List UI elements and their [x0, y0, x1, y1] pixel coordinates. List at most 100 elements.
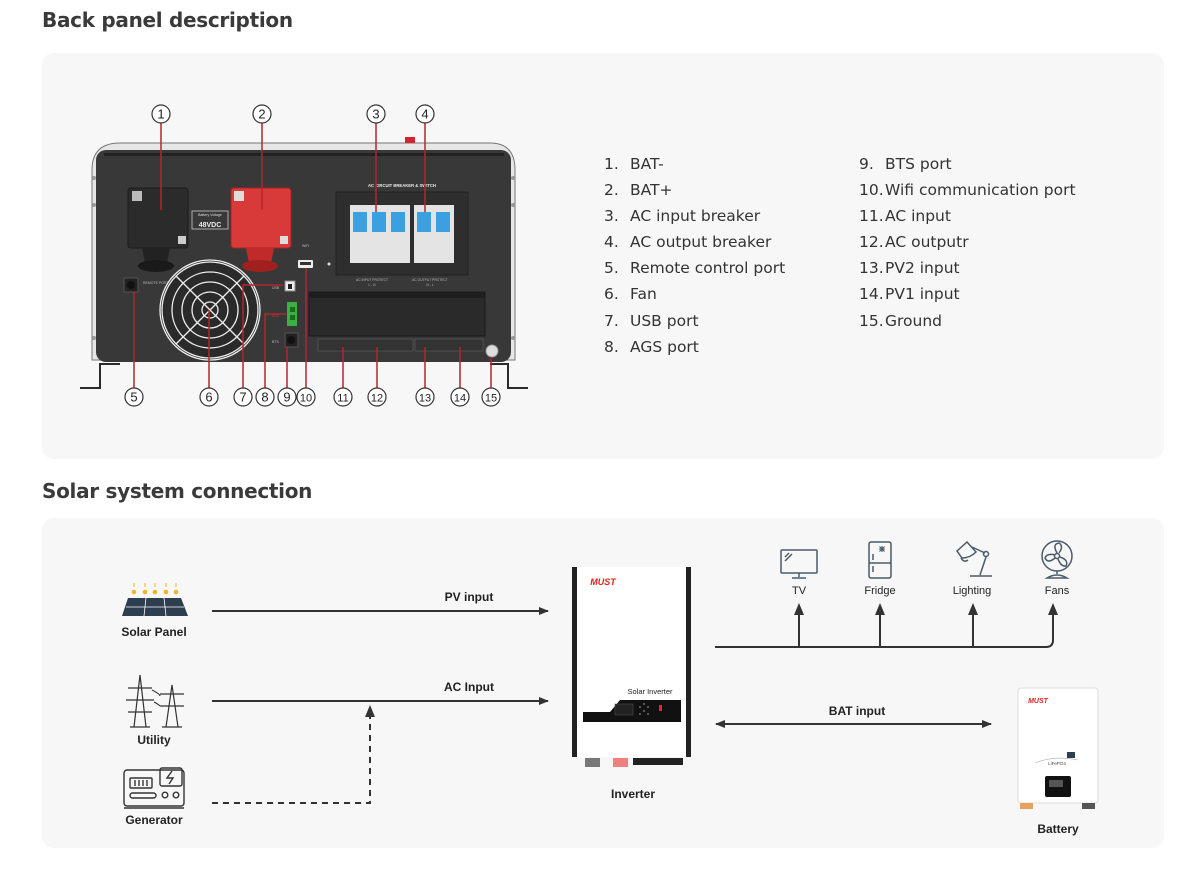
wifi-label: WIFI — [302, 244, 309, 248]
legend-item: 3.AC input breaker — [604, 203, 785, 229]
legend-item: 2. BAT+ — [604, 177, 785, 203]
bat-minus-terminal — [127, 187, 189, 272]
legend-item-label: Wifi communication port — [885, 181, 1076, 200]
callout-number: 8 — [261, 390, 268, 405]
legend-item-number: 11. — [859, 207, 884, 226]
legend-item-number: 8. — [604, 337, 619, 356]
legend-item: 1. BAT- — [604, 151, 785, 177]
legend-item-number: 2. — [604, 181, 619, 200]
callout-number: 5 — [130, 390, 137, 405]
callout-marker: 11 — [333, 387, 353, 407]
utility-tower-icon — [126, 674, 184, 728]
fan-icon — [1041, 540, 1073, 579]
legend-item-label: AC outputr — [885, 233, 969, 252]
back-panel-title: Back panel description — [42, 8, 293, 32]
legend-item-number: 6. — [604, 285, 619, 304]
legend-item-number: 3. — [604, 207, 619, 226]
battery-device: MUST LiFePO4 — [1017, 687, 1099, 809]
ac-input-label: AC Input — [444, 680, 494, 694]
callout-circle — [252, 104, 272, 124]
callout-circle — [415, 104, 435, 124]
legend-item: 8.AGS port — [604, 334, 785, 360]
inverter-brand: MUST — [590, 577, 617, 587]
legend-item-number: 9. — [859, 155, 874, 173]
legend-item: 9. BTS port — [859, 151, 1076, 177]
legend-item-label: PV1 input — [885, 285, 960, 304]
ags-port: AGS — [272, 302, 297, 326]
legend-item: 5. Remote control port — [604, 255, 785, 281]
load-arrowhead — [968, 603, 978, 615]
solar-panel-icon — [122, 583, 188, 617]
legend-item: 13.PV2 input — [859, 255, 1076, 281]
callout-marker: 14 — [450, 387, 470, 407]
legend-item-number: 13. — [859, 259, 884, 278]
callout-marker: 3 — [366, 104, 386, 124]
inverter-model-text: Solar Inverter — [627, 687, 673, 696]
load-arrowhead — [875, 603, 885, 615]
battery-voltage-plate: Battery Voltage 48VDC — [191, 210, 229, 230]
callout-number: 9 — [283, 390, 290, 405]
legend-item-number: 14. — [859, 285, 884, 304]
callout-marker: 2 — [252, 104, 272, 124]
legend-item-number: 1. — [604, 155, 619, 173]
pv-input-label: PV input — [445, 590, 494, 604]
callout-circle — [415, 387, 435, 407]
callout-marker: 15 — [481, 387, 501, 407]
breaker-header: AC CIRCUIT BREAKER & SWITCH — [368, 183, 436, 188]
ac-output-protect-label: AC OUTPUT PROTECT — [412, 278, 448, 282]
legend-item: 4.AC output breaker — [604, 229, 785, 255]
bat-input-label: BAT input — [829, 704, 885, 718]
legend-item-label: BAT+ — [630, 181, 673, 200]
legend-item-label: AC output breaker — [630, 233, 772, 252]
callout-circle — [296, 387, 316, 407]
legend-item-label: Remote control port — [630, 259, 786, 278]
battery-brand: MUST — [1028, 698, 1049, 705]
legend-item-label: USB port — [630, 311, 699, 330]
ac-breaker-box: AC CIRCUIT BREAKER & SWITCH AC INPUT PRO… — [335, 183, 469, 287]
remote-port: REMOTE PORT — [123, 277, 169, 293]
load-bus-line — [715, 605, 1054, 648]
usb-port: USB — [272, 280, 296, 292]
callout-marker: 1 — [151, 104, 171, 124]
callout-number: 15 — [485, 393, 497, 405]
battery-plate-value: 48VDC — [199, 222, 222, 229]
callout-circle — [366, 104, 386, 124]
generator-arrowhead — [365, 705, 375, 717]
legend-item-number: 10. — [859, 181, 884, 200]
callout-circle — [481, 387, 501, 407]
legend-item-number: 5. — [604, 259, 619, 278]
lamp-icon — [956, 540, 992, 577]
bts-label: BTS — [272, 340, 279, 344]
ac-output-protect-sub: N - L — [426, 283, 433, 287]
bat-plus-terminal — [230, 187, 292, 272]
legend-item-label: BTS port — [885, 155, 952, 173]
generator-label: Generator — [125, 813, 183, 827]
device-feet — [80, 363, 528, 389]
legend-item: 12.AC outputr — [859, 229, 1076, 255]
callout-circle — [333, 387, 353, 407]
bts-port: BTS — [272, 332, 299, 348]
callout-marker: 13 — [415, 387, 435, 407]
load-label-lighting: Lighting — [953, 585, 992, 597]
callout-circle — [450, 387, 470, 407]
callout-lines — [133, 123, 492, 388]
callout-marker: 7 — [233, 387, 253, 407]
remote-port-label: REMOTE PORT — [143, 281, 169, 285]
callout-circle — [199, 387, 219, 407]
legend-item-label: PV2 input — [885, 259, 960, 278]
callout-circle — [233, 387, 253, 407]
legend-item: 11.AC input — [859, 203, 1076, 229]
callout-marker: 4 — [415, 104, 435, 124]
legend-item: 7.USB port — [604, 308, 785, 334]
callout-marker: 5 — [124, 387, 144, 407]
callout-marker: 8 — [255, 387, 275, 407]
load-arrowhead — [794, 603, 804, 615]
tv-icon — [780, 549, 818, 579]
legend-item: 15.Ground — [859, 308, 1076, 334]
callout-circle — [151, 104, 171, 124]
legend-item-label: BAT- — [630, 155, 664, 173]
callout-number: 12 — [371, 393, 383, 405]
ac-input-protect-sub: L - N — [368, 283, 376, 287]
terminal-cover — [308, 291, 486, 352]
callout-number: 6 — [205, 390, 212, 405]
